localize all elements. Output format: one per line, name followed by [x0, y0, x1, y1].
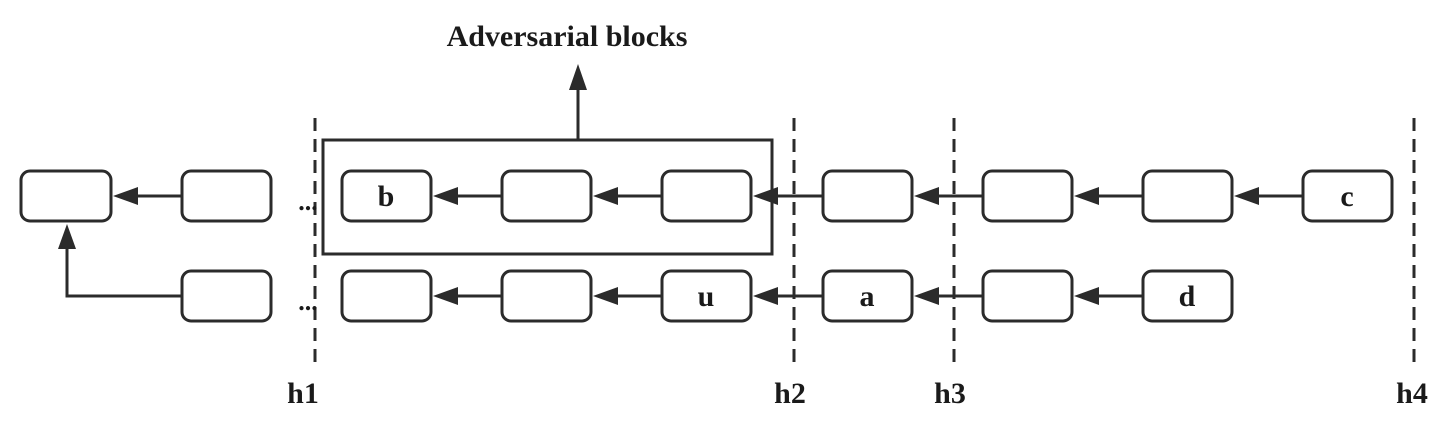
divider-label-h2: h2 [774, 377, 806, 410]
top-block-5 [821, 169, 914, 223]
arrow-head [1074, 287, 1099, 305]
bottom-block-0 [180, 269, 273, 323]
divider-label-h3: h3 [934, 377, 966, 410]
arrow-head [914, 287, 939, 305]
bottom-block-2 [500, 269, 593, 323]
arrow-head [1074, 187, 1099, 205]
arrow-head [593, 187, 618, 205]
top-ellipsis: ... [298, 187, 318, 216]
arrow-head [593, 287, 618, 305]
arrow-head [433, 187, 458, 205]
top-block-2 [340, 169, 433, 223]
top-block-3 [500, 169, 593, 223]
top-block-1 [180, 169, 273, 223]
arrow-head [753, 187, 778, 205]
bottom-block-a-label: a [860, 280, 875, 313]
arrow-head [753, 287, 778, 305]
top-chain: b c ... [19, 169, 1394, 223]
arrow-head [914, 187, 939, 205]
elbow-connector [65, 242, 182, 298]
bottom-ellipsis: ... [298, 287, 318, 316]
bottom-chain: u a d ... [180, 269, 1234, 323]
bottom-block-5 [981, 269, 1074, 323]
bottom-block-u-label: u [698, 280, 715, 313]
bottom-chain-arrows [58, 224, 1143, 305]
adversarial-blocks-title: Adversarial blocks [447, 20, 688, 53]
title-arrow-head [569, 64, 587, 90]
top-chain-arrows [113, 187, 1303, 205]
top-block-7 [1141, 169, 1234, 223]
arrow-head [113, 187, 138, 205]
top-block-8-label: c [1340, 180, 1353, 213]
arrow-head [58, 224, 76, 249]
top-block-0 [19, 169, 113, 223]
arrow-head [433, 287, 458, 305]
divider-label-h1: h1 [287, 377, 319, 410]
bottom-block-d-label: d [1179, 280, 1196, 313]
top-block-6 [981, 169, 1074, 223]
top-block-4 [660, 169, 753, 223]
arrow-head [1234, 187, 1259, 205]
bottom-block-1 [340, 269, 433, 323]
divider-label-h4: h4 [1396, 377, 1428, 410]
top-block-2-label: b [378, 180, 395, 213]
divider-lines [313, 118, 1416, 362]
